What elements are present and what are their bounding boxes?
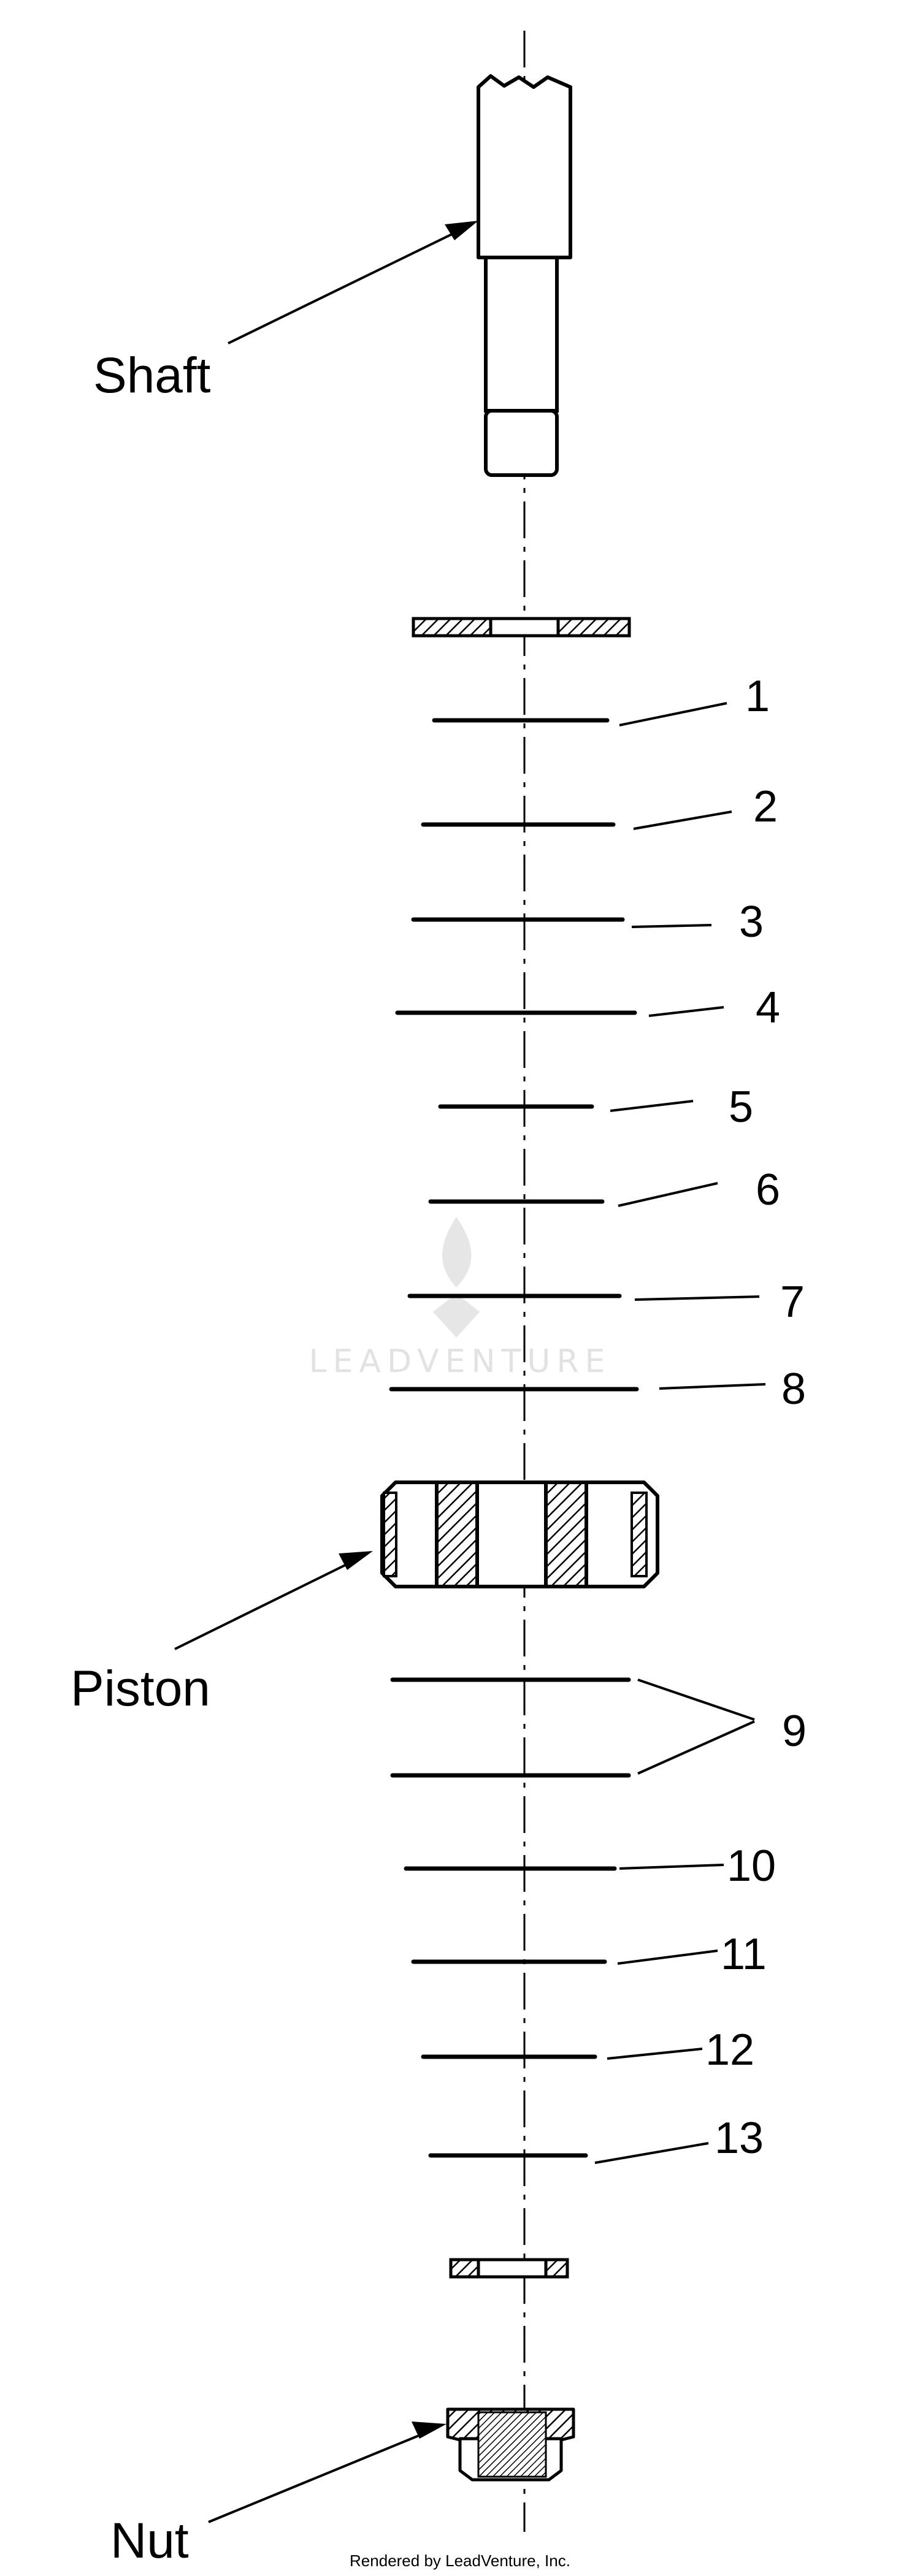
nut-part	[446, 2407, 575, 2482]
piston-ring-left	[383, 1492, 397, 1577]
bottom-washer	[449, 2258, 569, 2279]
arrowheads	[339, 221, 478, 2439]
callout-11: 11	[721, 1930, 767, 1979]
piston-part	[380, 1480, 659, 1588]
callout-5: 5	[729, 1083, 753, 1132]
shim-stack-upper	[389, 718, 639, 1392]
callout-12: 12	[705, 2025, 754, 2075]
top-washer	[412, 617, 631, 638]
nut-thread	[477, 2411, 547, 2478]
shaft-label: Shaft	[93, 348, 211, 403]
callout-3: 3	[739, 897, 764, 947]
leader-lines	[174, 231, 766, 2523]
piston-ring-right	[631, 1492, 648, 1577]
callout-2: 2	[753, 782, 778, 831]
shaft-upper-body	[477, 74, 572, 259]
shaft-arrowhead	[445, 221, 478, 240]
callout-7: 7	[780, 1278, 805, 1327]
shim-stack-lower	[390, 1677, 631, 2158]
piston-hatch-left	[435, 1480, 479, 1588]
nut-label: Nut	[110, 2513, 189, 2569]
labels: Shaft Piston Nut 1 2 3 4 5 6 7 8 9 10 11…	[71, 348, 807, 2570]
shaft-tip	[484, 409, 559, 477]
nut-arrowhead	[412, 2422, 447, 2439]
callout-4: 4	[756, 983, 780, 1032]
shaft-lower-body	[484, 256, 559, 413]
piston-arrowhead	[339, 1551, 373, 1570]
watermark: LEADVENTURE	[309, 1217, 611, 1380]
callout-8: 8	[781, 1365, 806, 1414]
callout-1: 1	[745, 672, 770, 721]
callout-9: 9	[782, 1707, 807, 1756]
callout-13: 13	[715, 2114, 764, 2163]
watermark-flame-icon	[433, 1217, 480, 1338]
credit-text: Rendered by LeadVenture, Inc.	[350, 2551, 570, 2570]
piston-label: Piston	[71, 1661, 210, 1717]
callout-6: 6	[756, 1165, 780, 1214]
watermark-text: LEADVENTURE	[309, 1343, 611, 1380]
shaft-part	[477, 74, 572, 477]
piston-outline	[380, 1480, 659, 1588]
piston-hatch-right	[544, 1480, 588, 1588]
callout-10: 10	[727, 1842, 776, 1891]
